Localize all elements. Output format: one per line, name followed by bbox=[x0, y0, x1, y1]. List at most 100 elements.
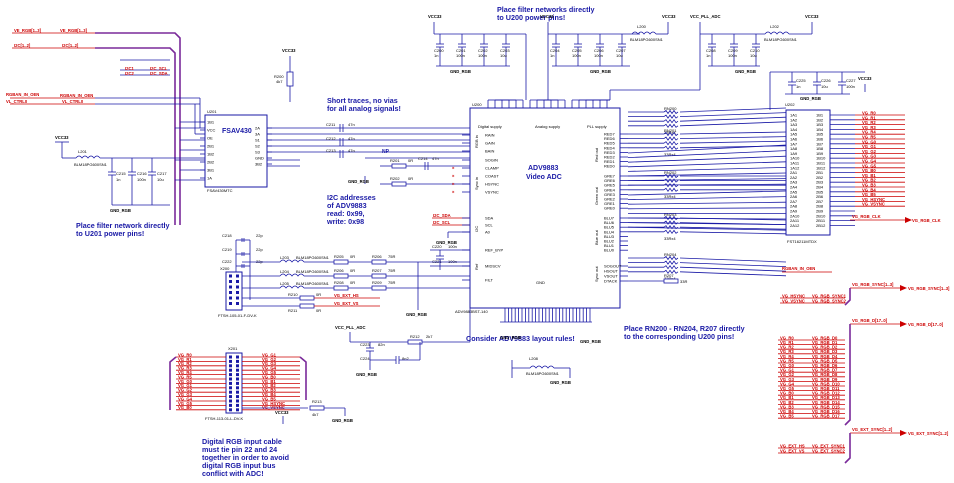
x201-pin bbox=[236, 395, 239, 399]
u202-pin-label: 1B5 bbox=[816, 132, 824, 137]
vcc33-top-c: VCC33 bbox=[662, 14, 676, 19]
c212-label: C212 bbox=[326, 136, 336, 141]
u202-pin-label: 2B8 bbox=[816, 204, 824, 209]
u200-sec-pll: PLL supply bbox=[587, 124, 607, 129]
net-vl-ctrl: VL_CTRL0 bbox=[6, 99, 28, 104]
note-cable-4: digital RGB input bus bbox=[202, 461, 275, 470]
rn-ref: RN200 bbox=[664, 106, 677, 111]
c212-val: 47n bbox=[348, 136, 355, 141]
x201-right-label: VG_HSYNC bbox=[262, 401, 285, 406]
x201-right-label: VG_B2 bbox=[262, 383, 276, 388]
bus-label-i2c-sda: I2C_SDA bbox=[150, 71, 168, 76]
cap-top-val: 100n bbox=[572, 53, 581, 58]
c214-val: 47n bbox=[432, 156, 439, 161]
x201-left-label: VG_G2 bbox=[178, 388, 193, 393]
adv-right-pin-label: BLU4 bbox=[604, 229, 615, 234]
u202-pin-label: 2B9 bbox=[816, 209, 824, 214]
adv9883-chip: U200 ADV9883 Video ADC Digital supply An… bbox=[452, 100, 628, 323]
x200-pin bbox=[229, 296, 232, 300]
x200-pin bbox=[236, 280, 239, 283]
r202-ref: R202 bbox=[390, 176, 400, 181]
net-ext-vs: VG_EXT_VS bbox=[334, 301, 359, 306]
x201-pin bbox=[229, 355, 232, 359]
x200-res-ref: R206 bbox=[334, 268, 344, 273]
r210-ref: R210 bbox=[288, 292, 298, 297]
note-short-traces-1: Short traces, no vias bbox=[327, 96, 398, 105]
c216-label: C216 bbox=[137, 171, 147, 176]
rn-val: 33Rx4 bbox=[664, 152, 676, 157]
rgb-d-label-b: VG_RGB_D4 bbox=[812, 354, 838, 359]
rn-ref: RN202 bbox=[664, 170, 677, 175]
x200-pin bbox=[236, 274, 239, 278]
arrow-ext-sync bbox=[900, 430, 907, 436]
u202-out-label: VG_R5 bbox=[862, 135, 876, 140]
r211 bbox=[299, 303, 315, 309]
u202-out-label: VG_HSYNC bbox=[862, 197, 885, 202]
adv-left-pin-label: SOGIN bbox=[485, 158, 498, 163]
u202-pin-label: 1A2 bbox=[790, 117, 798, 122]
side-ref: Ref bbox=[474, 263, 479, 270]
c225-val: 1n bbox=[796, 84, 800, 89]
adv-right-pin-label: GRE1 bbox=[604, 201, 616, 206]
vcc33-x201: VCC33 bbox=[275, 410, 289, 415]
x200-pin bbox=[229, 280, 232, 283]
u202-out-label: VG_B2 bbox=[862, 178, 876, 183]
adv-left-pin-label: VSYNC bbox=[485, 190, 499, 195]
adv-right-pin-label: RED5 bbox=[604, 141, 615, 146]
u201-pin-label: 3A bbox=[255, 132, 260, 137]
u202-out-label: VG_G1 bbox=[862, 144, 877, 149]
gnd-np: GND_RGB bbox=[348, 179, 369, 184]
rgb-d-label: VG_G2 bbox=[780, 372, 795, 377]
rgb-d-label-b: VG_RGB_D6 bbox=[812, 363, 838, 368]
x200-pin bbox=[236, 302, 239, 305]
u202-pin-label: 2B2 bbox=[816, 175, 824, 180]
c211-val: 47n bbox=[348, 122, 355, 127]
rn-resistor bbox=[663, 131, 679, 137]
note-rn-place-1: Place RN200 - RN204, R207 directly bbox=[624, 324, 745, 333]
x200-pin bbox=[236, 291, 239, 294]
x201-pin bbox=[229, 373, 232, 377]
x201-right-label: VG_B4 bbox=[262, 392, 276, 397]
u201-chip: U201 FSAV430 FSAV430MTC 1B1VCCOE2B11B22B… bbox=[200, 109, 272, 193]
adv-right-pin-label: GRE2 bbox=[604, 197, 616, 202]
vcc33-top-b: VCC33 bbox=[540, 14, 554, 19]
gnd-a0: GND_RGB bbox=[436, 240, 457, 245]
adv-left-pin-label: MIDSCV bbox=[485, 264, 501, 269]
x200-pin bbox=[236, 296, 239, 300]
adv-right-pin-label: RED0 bbox=[604, 164, 615, 169]
adv-left-pin-label: GAIN bbox=[485, 141, 495, 146]
r200-ref: R200 bbox=[274, 74, 284, 79]
net-rgban-oen: RGBAN_IN_OEN bbox=[6, 92, 39, 97]
adv-left-pin-label: CLAMP bbox=[485, 166, 499, 171]
c226-ref: C226 bbox=[821, 78, 831, 83]
adv-right-pins: RED7RED6RED5RED4RED3RED2RED1RED0GRE7GRE6… bbox=[604, 132, 628, 284]
ext-net-label-b: VG_EXT_SYNC1 bbox=[812, 443, 845, 448]
rgb-d-label: VG_G5 bbox=[780, 386, 795, 391]
adv-right-pin-label: RED7 bbox=[604, 132, 615, 137]
cap-top-ref: C204 bbox=[550, 48, 560, 53]
x201-pin bbox=[236, 386, 239, 390]
rgb-d-label-b: VG_RGB_D0 bbox=[812, 335, 838, 340]
l201-part: BLM18PG600SN1 bbox=[74, 162, 108, 167]
ext-net-label: VG_EXT_HS bbox=[780, 443, 805, 448]
x201-left-label: VG_G0 bbox=[178, 379, 193, 384]
np-label: NP bbox=[382, 149, 390, 155]
note-i2c-1: I2C addresses bbox=[327, 193, 376, 202]
x201-right-label: VG_B3 bbox=[262, 388, 276, 393]
u201-filter: VCC33 L201 BLM18PG600SN1 C215 C216 C217 … bbox=[55, 135, 205, 213]
u202-caps: VCC33 C225 C226 C227 1n 10u 100n GND_RGB bbox=[769, 71, 872, 110]
x200-pin bbox=[229, 302, 232, 305]
u202-pin-label: 1A7 bbox=[790, 141, 798, 146]
rn-extra bbox=[627, 178, 787, 181]
rgb-d-label-b: VG_RGB_D10 bbox=[812, 381, 840, 386]
rn-extra bbox=[627, 161, 787, 168]
r212-val: 2k7 bbox=[426, 334, 433, 339]
c219-ref: C219 bbox=[222, 247, 232, 252]
u202-out-label: VG_B0 bbox=[862, 168, 876, 173]
adv-right-pin-label: GRE7 bbox=[604, 174, 616, 179]
left-input-nets: VE_RGB[1..3] I2C[1..2] RGBAN_IN_OEN VL_C… bbox=[6, 28, 95, 105]
u202-output-nets: VG_R0VG_R1VG_R2VG_R3VG_R4VG_R5VG_G0VG_G1… bbox=[855, 111, 905, 207]
rn-val: 33Rx4 bbox=[664, 194, 676, 199]
